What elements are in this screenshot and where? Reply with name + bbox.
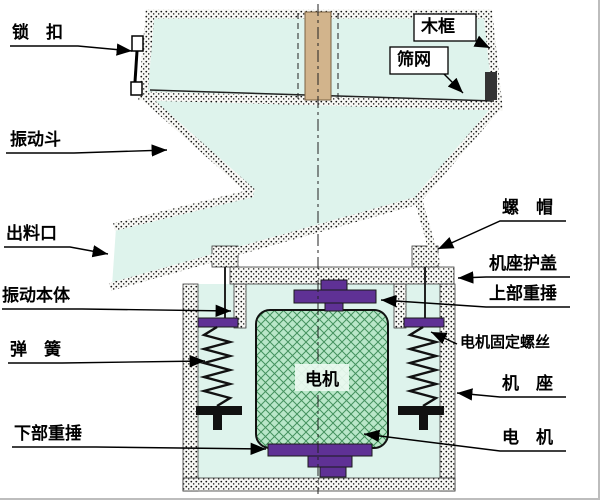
label-upper-weight: 上部重捶	[489, 284, 557, 303]
label-sieve-mesh: 筛网	[397, 50, 431, 69]
leader-upper-weight	[380, 294, 570, 308]
leader-machine-base	[456, 388, 566, 401]
leader-lower-weight	[12, 442, 267, 455]
screenshot-edge-right	[598, 0, 600, 500]
spring-seat-right	[403, 317, 445, 328]
lower-weight	[267, 443, 373, 478]
leader-spring	[8, 355, 206, 368]
label-lock: 锁 扣	[12, 23, 63, 42]
leader-motor-screw	[430, 331, 458, 345]
label-motor-inner: 电机	[295, 364, 349, 391]
spring-left	[199, 325, 235, 408]
spring-seat-left	[197, 317, 239, 328]
screenshot-edge-bottom	[0, 498, 600, 500]
leader-vibrating-hopper	[6, 144, 168, 157]
sieve-mesh-callout	[389, 46, 449, 75]
leader-vibrating-body	[2, 304, 232, 317]
label-vibrating-hopper: 振动斗	[10, 130, 61, 149]
leader-discharge-outlet	[4, 245, 109, 258]
label-machine-base: 机 座	[502, 374, 553, 393]
wood-frame-callout	[413, 13, 477, 42]
hopper	[108, 94, 502, 291]
machine-base-walls	[182, 283, 456, 492]
label-spring: 弹 簧	[10, 340, 61, 359]
leader-lock	[10, 43, 133, 56]
label-motor: 电 机	[502, 428, 553, 447]
upper-weight	[293, 279, 377, 312]
lock-hardware	[130, 35, 144, 96]
leader-sieve-mesh	[443, 73, 464, 94]
label-nut: 螺 帽	[502, 198, 553, 217]
mesh-clamp	[485, 72, 497, 100]
leader-nut	[437, 220, 566, 250]
label-discharge-outlet: 出料口	[6, 224, 57, 243]
label-vibrating-body: 振动本体	[2, 286, 70, 305]
spring-bracket-left	[196, 406, 242, 415]
leader-wood-frame	[473, 35, 491, 49]
callout-boxes	[389, 13, 477, 75]
leader-motor	[363, 429, 566, 452]
leader-base-cover	[457, 271, 570, 284]
label-motor-screw: 电机固定螺丝	[460, 334, 551, 351]
label-lower-weight: 下部重捶	[14, 424, 82, 443]
spring-bracket-right	[398, 406, 444, 415]
label-base-cover: 机座护盖	[489, 254, 557, 273]
springs	[196, 317, 445, 430]
discharge-chute-bottom	[108, 197, 418, 291]
leader-lines	[2, 35, 570, 455]
label-wood-frame: 木框	[421, 17, 455, 36]
